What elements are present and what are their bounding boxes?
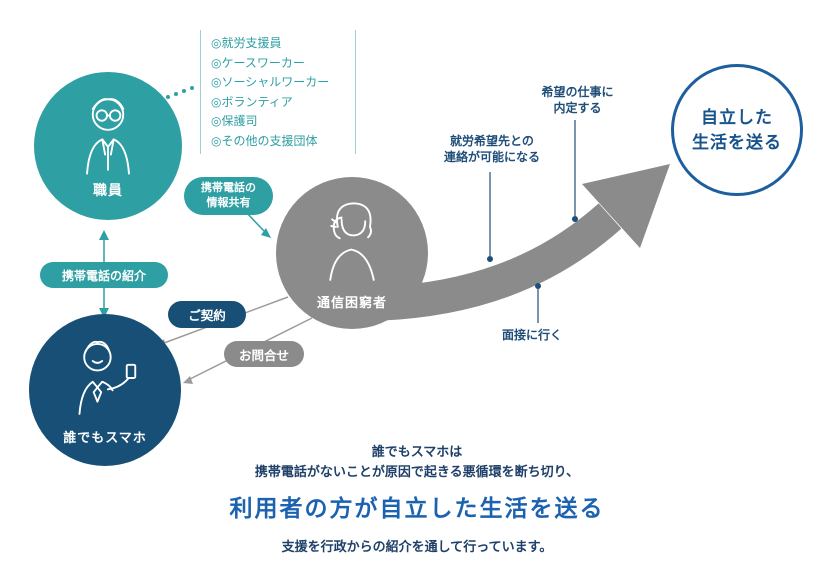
supporter-list-item: ◎ソーシャルワーカー: [211, 75, 330, 90]
supporter-list-item: ◎その他の支援団体: [211, 133, 318, 148]
milestone-label-job-offer: 希望の仕事に 内定する: [541, 85, 614, 116]
milestone-label-interview: 面接に行く: [501, 328, 562, 342]
inquiry-badge: お問合せ: [224, 341, 304, 367]
goal-circle: 自立した 生活を送る: [671, 64, 803, 196]
staff-person-icon: [86, 98, 130, 175]
contract-badge: ご契約: [168, 301, 246, 328]
goal-circle-label: 自立した 生活を送る: [692, 107, 782, 153]
service-person-icon: [78, 340, 137, 415]
footer-headline: 利用者の方が自立した生活を送る: [229, 495, 605, 521]
footer-line2: 携帯電話がないことが原因で起きる悪循環を断ち切り、: [254, 464, 580, 479]
staff-circle: 職員: [34, 72, 182, 220]
supporter-list-item: ◎保護司: [211, 114, 258, 129]
dotted-connector: [166, 86, 194, 99]
supporter-list-item: ◎ケースワーカー: [211, 55, 305, 70]
milestone-label-contact: 就労希望先との 連絡が可能になる: [443, 134, 540, 165]
info-share-arrow: [244, 210, 271, 238]
troubled-person-icon: [329, 202, 375, 281]
phone-referral-badge: 携帯電話の紹介: [40, 262, 168, 288]
footer-line1: 誰でもスマホは: [371, 444, 463, 459]
service-circle: 誰でもスマホ: [29, 314, 181, 466]
staff-circle-label: 職員: [93, 182, 123, 198]
victim-circle-label: 通信困窮者: [316, 295, 387, 310]
supporter-list-item: ◎ボランティア: [211, 94, 293, 109]
supporter-list: ◎就労支援員 ◎ケースワーカー ◎ソーシャルワーカー ◎ボランティア ◎保護司 …: [200, 30, 356, 154]
footer-line3: 支援を行政からの紹介を通して行っています。: [281, 539, 553, 554]
victim-circle: 通信困窮者: [276, 177, 428, 329]
info-share-badge: 携帯電話の 情報共有: [184, 177, 273, 215]
supporter-list-item: ◎就労支援員: [211, 36, 282, 50]
milestone-tick-3: [535, 283, 541, 323]
service-circle-label: 誰でもスマホ: [63, 430, 147, 445]
milestone-tick-1: [487, 172, 493, 262]
milestone-tick-2: [572, 120, 578, 222]
